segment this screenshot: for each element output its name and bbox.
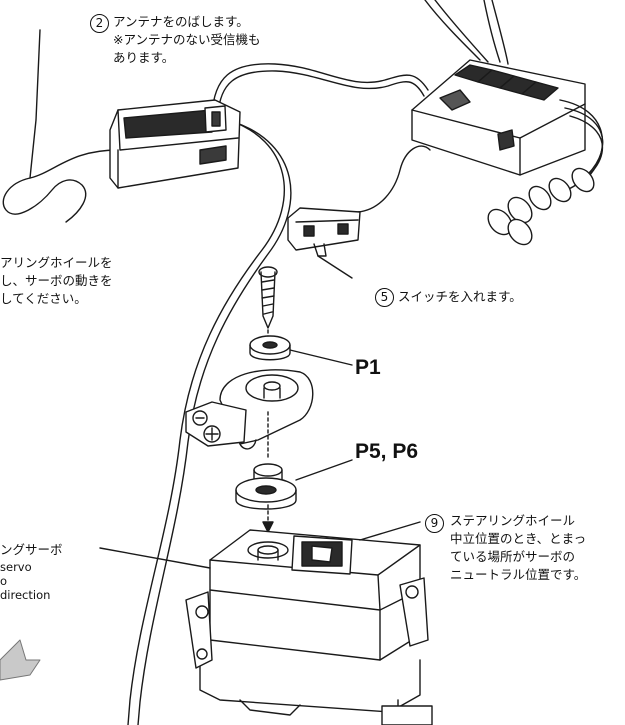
spline-p5-p6 xyxy=(235,459,353,510)
step-left-line2: し、サーボの動きを xyxy=(0,273,113,288)
step-left-line1: アリングホイールを xyxy=(0,255,113,270)
motor-leads xyxy=(487,99,604,246)
part-label-p1: P1 xyxy=(355,356,381,379)
step9-line1: ステアリングホイール xyxy=(450,513,576,528)
servo-wire xyxy=(127,119,285,725)
step-left-line3: してください。 xyxy=(0,291,87,306)
step5-text: スイッチを入れます。 xyxy=(398,289,522,304)
servo-label-line2: servo xyxy=(0,560,32,574)
step9-line4: ニュートラル位置です。 xyxy=(450,567,587,582)
step9-number: 9 xyxy=(425,514,444,533)
step2-line2: ※アンテナのない受信機も xyxy=(113,32,261,47)
step9-line3: ている場所がサーボの xyxy=(450,549,576,564)
direction-arrow xyxy=(0,639,41,681)
receiver-esc-wire-2 xyxy=(217,70,425,116)
antenna-wire xyxy=(2,29,119,223)
servo-label-line4: direction xyxy=(0,588,51,602)
switch-wire xyxy=(357,145,431,213)
step2-number: 2 xyxy=(90,14,109,33)
step5-number: 5 xyxy=(375,288,394,307)
down-arrow xyxy=(262,521,274,533)
step2-line3: あります。 xyxy=(113,50,175,65)
receiver-esc-wire xyxy=(211,63,429,116)
step2-line1: アンテナをのばします。 xyxy=(113,14,249,29)
servo-wire-2 xyxy=(137,121,292,725)
servo-label-line3: o xyxy=(0,574,8,588)
step9-line2: 中立位置のとき、とまっ xyxy=(450,531,587,546)
steering-servo xyxy=(185,529,433,725)
leader-servo xyxy=(99,547,211,569)
servo-saver xyxy=(185,369,314,450)
power-switch xyxy=(287,207,361,279)
screw xyxy=(258,266,278,329)
leader-step9 xyxy=(359,521,421,541)
part-label-p5-p6: P5, P6 xyxy=(355,440,419,463)
receiver-unit xyxy=(109,99,241,189)
servo-label-line1: ングサーボ xyxy=(0,542,63,557)
washer-p1 xyxy=(249,335,353,366)
esc-top-wires xyxy=(424,0,509,65)
esc-unit xyxy=(411,59,586,176)
